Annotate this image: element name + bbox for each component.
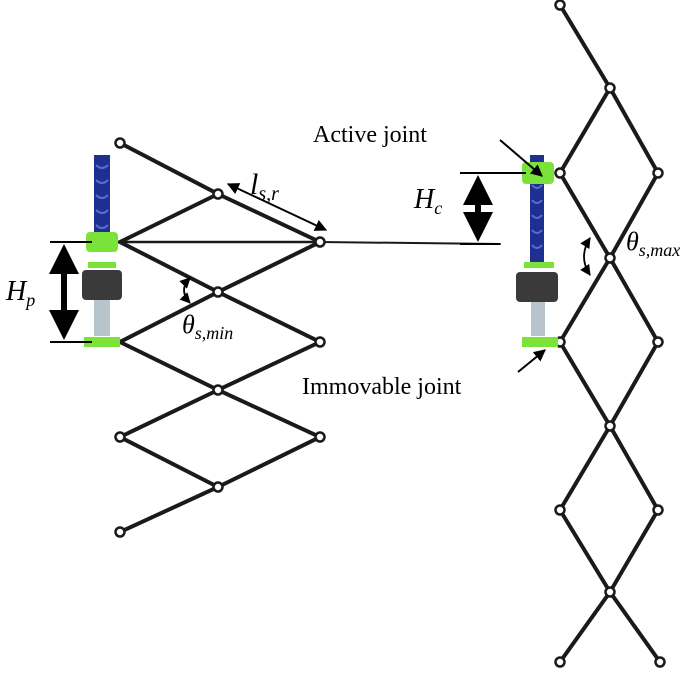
theta-min-arc <box>179 277 191 304</box>
right-scissor-joints <box>554 0 666 668</box>
hp-dimension <box>49 241 92 343</box>
active-joint-pointer <box>499 139 543 177</box>
theta-max-arc <box>580 237 591 276</box>
right-actuator <box>516 155 558 347</box>
hc-dimension <box>460 172 526 245</box>
link-length-arrow <box>226 183 328 231</box>
link-length-symbol: ls,r <box>250 168 279 205</box>
active-joint-label: Active joint <box>313 122 427 148</box>
left-scissor-links <box>115 141 501 534</box>
hp-symbol: Hp <box>5 276 35 310</box>
theta-max-symbol: θs,max <box>626 227 680 260</box>
immovable-joint-pointer <box>517 349 546 373</box>
hc-symbol: Hc <box>413 184 442 218</box>
left-actuator <box>82 155 122 347</box>
right-scissor-links <box>557 3 662 664</box>
immovable-joint-label: Immovable joint <box>302 374 462 400</box>
left-scissor-joints <box>114 137 326 538</box>
theta-min-symbol: θs,min <box>182 310 233 343</box>
